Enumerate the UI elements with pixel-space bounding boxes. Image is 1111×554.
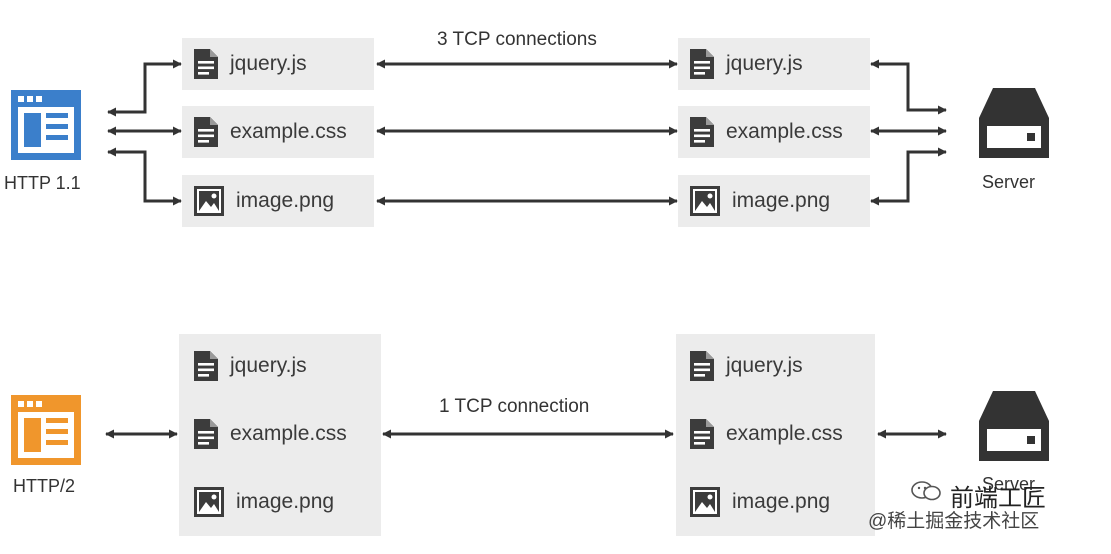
wechat-icon (911, 481, 941, 501)
file-name: example.css (726, 120, 843, 143)
arrow-server-jquery (870, 59, 947, 115)
image-icon (690, 186, 720, 216)
file-name: example.css (726, 422, 843, 445)
document-icon (194, 419, 218, 449)
image-icon (690, 487, 720, 517)
document-icon (194, 351, 218, 381)
http11-client-file-image: image.png (182, 175, 374, 227)
document-icon (690, 419, 714, 449)
http2-browser-icon (11, 395, 81, 465)
watermark-source: @稀土掘金技术社区 (868, 511, 1040, 532)
file-name: jquery.js (230, 354, 307, 377)
http2-server-icon (979, 391, 1049, 461)
file-name: image.png (732, 189, 831, 212)
document-icon (194, 117, 218, 147)
http11-server-file-image: image.png (678, 175, 870, 227)
http11-server-file-jquery: jquery.js (678, 38, 870, 90)
image-icon (194, 487, 224, 517)
http11-client-file-css: example.css (182, 106, 374, 158)
http2-server-file-group: jquery.js example.css image.png (676, 334, 875, 536)
document-icon (194, 49, 218, 79)
http11-server-file-css: example.css (678, 106, 870, 158)
file-name: jquery.js (230, 52, 307, 75)
image-icon (194, 186, 224, 216)
file-name: jquery.js (726, 354, 803, 377)
file-name: example.css (230, 422, 347, 445)
file-name: example.css (230, 120, 347, 143)
http11-server-icon (979, 88, 1049, 158)
http11-connection-label: 3 TCP connections (437, 29, 597, 50)
http11-server-label: Server (982, 172, 1036, 192)
file-name: image.png (732, 490, 831, 513)
document-icon (690, 351, 714, 381)
document-icon (690, 117, 714, 147)
arrow-server-image (870, 147, 947, 206)
file-name: jquery.js (726, 52, 803, 75)
http2-connection-label: 1 TCP connection (439, 396, 590, 417)
file-name: image.png (236, 490, 335, 513)
http2-client-file-group: jquery.js example.css image.png (179, 334, 381, 536)
watermark-channel: 前端工匠 (950, 485, 1046, 512)
http11-client-file-jquery: jquery.js (182, 38, 374, 90)
http11-browser-icon (11, 90, 81, 160)
http2-server-label: Server (982, 474, 1036, 494)
document-icon (690, 49, 714, 79)
file-name: image.png (236, 189, 335, 212)
http2-protocol-label: HTTP/2 (13, 476, 76, 496)
arrow-client-image (107, 147, 182, 206)
arrow-client-jquery (107, 59, 182, 117)
http11-protocol-label: HTTP 1.1 (4, 173, 81, 193)
